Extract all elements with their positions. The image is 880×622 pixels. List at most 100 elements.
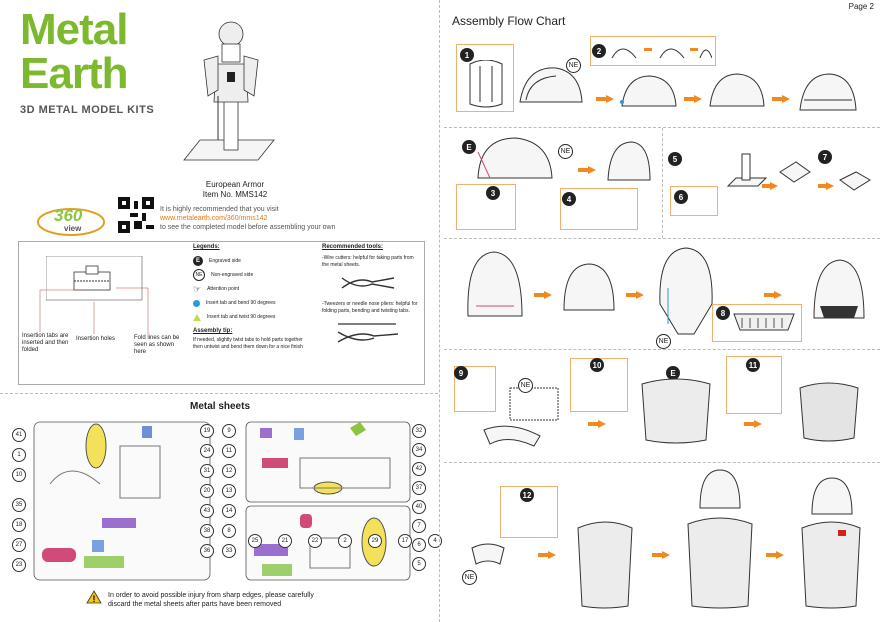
step2-parts [611, 48, 712, 59]
step-badge-1: 1 [460, 48, 474, 62]
model-name: European Armor [205, 180, 265, 189]
step1-box [456, 44, 514, 112]
part-number: 25 [248, 534, 262, 548]
step11-box [726, 356, 782, 414]
helmet-illustration [519, 67, 583, 103]
sheet-mid-numbers-b: 9 11 12 13 14 8 33 [222, 424, 236, 558]
tip-heading: Assembly tip: [193, 328, 233, 334]
pointing-hand-icon: ☞ [193, 283, 202, 294]
part-number: 35 [12, 498, 26, 512]
part-number: 31 [200, 464, 214, 478]
tools-cutters: -Wire cutters: helpful for taking parts … [322, 255, 414, 268]
fold-diagram [46, 256, 143, 301]
part-number: 40 [412, 500, 426, 514]
model-caption: European Armor Item No. MMS142 [195, 180, 275, 200]
part-number: 37 [412, 481, 426, 495]
warning-text: In order to avoid possible injury from s… [108, 591, 314, 609]
tools-heading: Recommended tools: [322, 244, 384, 250]
part-number: 27 [12, 538, 26, 552]
part-number: 1 [12, 448, 26, 462]
step-badge-10: 10 [590, 358, 604, 372]
diagram-leader-lines [39, 287, 149, 334]
page-divider [439, 0, 440, 622]
part-number: 7 [412, 519, 426, 533]
flow-arrow [762, 182, 778, 190]
flow-arrow [578, 166, 596, 174]
part-number: 20 [200, 484, 214, 498]
helmet-illustration [799, 73, 857, 111]
flow-arrow [684, 95, 702, 103]
metal-sheets-illustration [33, 421, 411, 581]
part-number: 32 [412, 424, 426, 438]
label-insertion-holes: Insertion holes [76, 336, 116, 342]
row-divider [444, 462, 880, 463]
view360-text: view [64, 224, 82, 233]
part-number: 5 [412, 557, 426, 571]
step12-box [500, 486, 558, 538]
row-divider [444, 349, 880, 350]
collar-illustration [483, 387, 559, 447]
step8-box [712, 304, 802, 342]
step4-box [560, 188, 638, 230]
warning-line1: In order to avoid possible injury from s… [108, 592, 314, 599]
sheet-mid-numbers-c: 25 21 22 2 29 17 4 [248, 534, 442, 548]
step-badge-4: 4 [562, 192, 576, 206]
part-number: 19 [200, 424, 214, 438]
part-outline [733, 313, 795, 331]
step-badge-12: 12 [520, 488, 534, 502]
part-number: 29 [368, 534, 382, 548]
row-divider [444, 238, 880, 239]
sheets-divider [0, 393, 438, 394]
tools-pliers: -Tweezers or needle nose pliers: helpful… [322, 301, 418, 314]
helmet-illustration [813, 259, 865, 319]
visit-url[interactable]: www.metalearth.com/360/mms142 [160, 215, 268, 222]
part-number: 38 [200, 524, 214, 538]
flow-arrow [766, 551, 784, 559]
helmet-illustration [563, 263, 615, 311]
sheet-left-numbers: 41 1 10 35 18 27 23 [12, 428, 26, 572]
warning-line2: discard the metal sheets after parts hav… [108, 601, 282, 608]
step-badge-6: 6 [674, 190, 688, 204]
sheets-title: Metal sheets [189, 401, 251, 412]
flow-arrow [652, 551, 670, 559]
part-outline [779, 161, 811, 183]
qr-code[interactable] [118, 197, 154, 233]
part-number: 42 [412, 462, 426, 476]
part-number: 11 [222, 444, 236, 458]
part-number: 9 [222, 424, 236, 438]
part-outline [839, 171, 871, 191]
flow-arrow [538, 551, 556, 559]
part-number: 6 [412, 538, 426, 552]
part-number: 21 [278, 534, 292, 548]
visit-line1: It is highly recommended that you visit [160, 206, 279, 213]
part-number: 18 [12, 518, 26, 532]
svg-text:!: ! [93, 594, 96, 604]
part-number: 43 [200, 504, 214, 518]
helmet-illustration [477, 137, 553, 179]
part-number: 14 [222, 504, 236, 518]
flow-arrow [764, 291, 782, 299]
row-divider [444, 127, 880, 128]
step6-box [670, 186, 718, 216]
legends-heading: Legends: [193, 244, 220, 250]
part-number: 41 [12, 428, 26, 442]
sheet-right-numbers: 32 34 42 37 40 7 6 5 [412, 424, 426, 571]
flow-arrow [744, 420, 762, 428]
step2-box [590, 36, 716, 66]
step3-box [456, 184, 516, 230]
part-number: 22 [308, 534, 322, 548]
step-badge-2: 2 [592, 44, 606, 58]
flow-arrow [588, 420, 606, 428]
part-number: 12 [222, 464, 236, 478]
step-badge-9: 9 [454, 366, 468, 380]
view360-number: 360 [54, 206, 83, 225]
helmet-illustration [709, 73, 765, 107]
engraved-badge: E [462, 140, 476, 154]
cuirass-illustration [799, 382, 859, 442]
part-number: 13 [222, 484, 236, 498]
stand-illustration [726, 153, 768, 187]
brand-tagline: 3D METAL MODEL KITS [20, 104, 155, 116]
ne-badge: NE [518, 378, 533, 393]
legend-panel [18, 241, 425, 385]
